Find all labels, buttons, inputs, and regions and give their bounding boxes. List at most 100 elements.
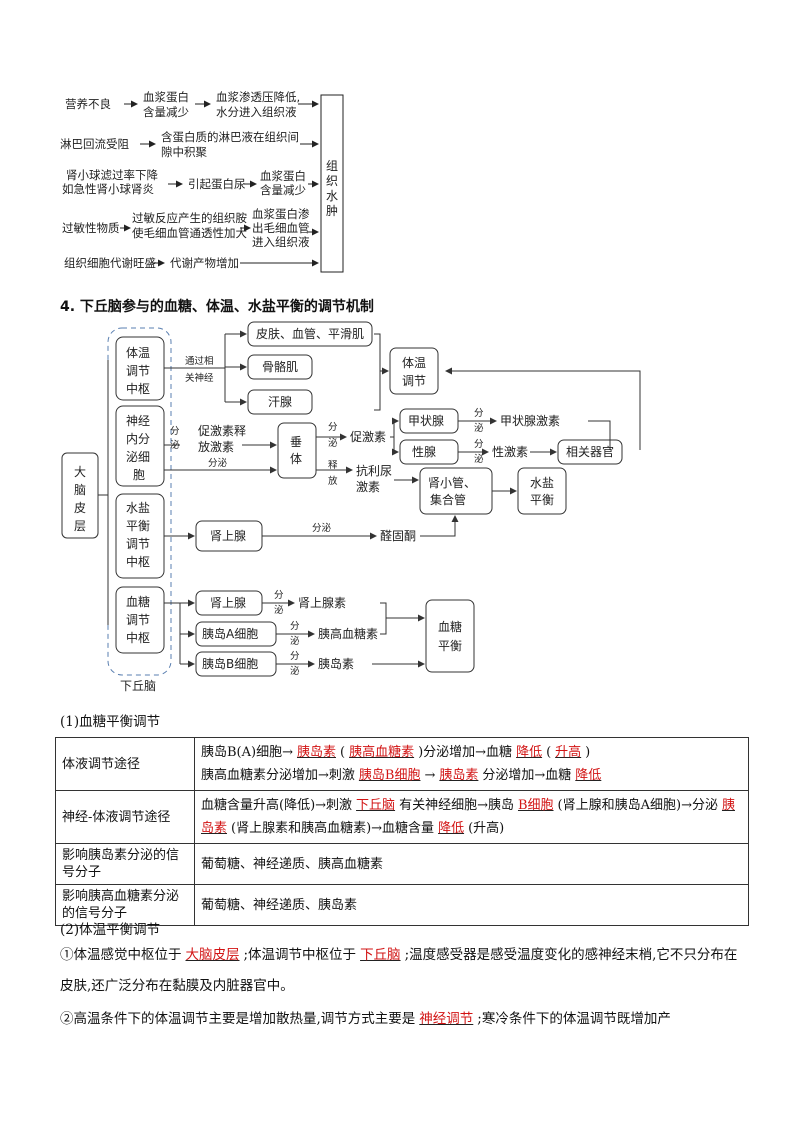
water-center-l4: 中枢 bbox=[126, 554, 150, 569]
hypothalamus-diagram: 大 脑 皮 层 体温 调节 中枢 神经 内分 泌细 胞 水盐 平衡 调节 中枢 … bbox=[61, 321, 641, 693]
glucagon-label: 胰高血糖素 bbox=[318, 626, 378, 641]
mid-metabolite: 代谢产物增加 bbox=[170, 256, 239, 270]
row4-body: 葡萄糖、神经递质、胰岛素 bbox=[194, 884, 749, 926]
kidney-l2: 集合管 bbox=[430, 492, 466, 507]
water-center-l1: 水盐 bbox=[126, 501, 150, 515]
water-balance-box bbox=[517, 467, 567, 515]
neuro-cell-l2: 内分 bbox=[126, 432, 150, 446]
answer-blank: 大脑皮层 bbox=[185, 947, 240, 963]
table-row: 影响胰高血糖素分泌的信号分子 葡萄糖、神经递质、胰岛素 bbox=[55, 884, 749, 926]
pituitary-l2: 体 bbox=[290, 452, 302, 466]
water-balance-l2: 平衡 bbox=[530, 493, 554, 507]
gonad-secrete-2: 泌 bbox=[474, 453, 484, 465]
thyroid-secrete-1: 分 bbox=[474, 408, 484, 419]
text: 胰岛B(A)细胞→ bbox=[201, 745, 293, 760]
text: ;寒冷条件下的体温调节既增加产 bbox=[477, 1011, 671, 1027]
adrenal-secrete: 分泌 bbox=[312, 522, 332, 534]
water-center-l2: 平衡 bbox=[126, 519, 150, 533]
sugar-balance-box bbox=[425, 599, 475, 673]
temp-reg-l1: 体温 bbox=[402, 356, 426, 370]
right-leak-2: 出毛细血管 bbox=[252, 221, 310, 235]
text: ;温度感受器是感受温度变化的感神经末梢,它不只分布在皮肤,还广泛分布在黏膜及内脏… bbox=[60, 947, 738, 994]
row4-head: 影响胰高血糖素分泌的信号分子 bbox=[55, 884, 195, 926]
answer-blank: 降低 bbox=[438, 821, 465, 836]
adrenal2-secrete-2: 泌 bbox=[274, 604, 284, 616]
gonad-label: 性腺 bbox=[412, 445, 436, 459]
sugar-balance-l1: 血糖 bbox=[438, 619, 462, 634]
right-leak-3: 进入组织液 bbox=[252, 235, 310, 249]
kidney-l1: 肾小管、 bbox=[428, 475, 476, 490]
text: ②高温条件下的体温调节主要是增加散热量,调节方式主要是 bbox=[60, 1011, 416, 1027]
neuro-cell-l3: 泌细 bbox=[126, 450, 150, 464]
nerve-label-2: 关神经 bbox=[185, 372, 214, 384]
muscle-label: 骨骼肌 bbox=[262, 359, 298, 374]
row3-body: 葡萄糖、神经递质、胰高血糖素 bbox=[194, 843, 749, 885]
text: ( bbox=[546, 745, 552, 760]
text: 有关神经细胞→胰岛 bbox=[399, 798, 514, 813]
temp-center-l1: 体温 bbox=[126, 346, 150, 360]
right-protein-2: 含量减少 bbox=[260, 183, 306, 197]
beta-cell-label: 胰岛B细胞 bbox=[202, 656, 258, 671]
sugar-center-l3: 中枢 bbox=[126, 630, 150, 645]
text: 血糖含量升高(降低)→刺激 bbox=[201, 798, 353, 813]
cause-kidney-1: 肾小球滤过率下降 bbox=[66, 168, 158, 182]
section-4-title: 4. 下丘脑参与的血糖、体温、水盐平衡的调节机制 bbox=[60, 299, 374, 315]
mid-proteinuria: 引起蛋白尿 bbox=[188, 177, 246, 191]
cause-malnutrition: 营养不良 bbox=[65, 97, 111, 111]
temp-center-l2: 调节 bbox=[126, 364, 150, 378]
row3-head: 影响胰岛素分泌的信号分子 bbox=[55, 843, 195, 885]
pit-release-2: 泌 bbox=[328, 437, 338, 449]
result-char-3: 水 bbox=[326, 189, 338, 203]
gonad-secrete-1: 分 bbox=[474, 439, 484, 450]
result-char-1: 组 bbox=[326, 159, 338, 173]
result-char-4: 肿 bbox=[326, 203, 338, 218]
pit-release-3: 释 bbox=[328, 459, 338, 471]
insulin-label: 胰岛素 bbox=[318, 656, 354, 671]
mid-allergy-2: 使毛细血管通透性加大 bbox=[132, 226, 247, 240]
temperature-paragraph-1: ①体温感觉中枢位于大脑皮层;体温调节中枢位于下丘脑;温度感受器是感受温度变化的感… bbox=[60, 940, 750, 1002]
answer-blank: 胰岛素 bbox=[439, 768, 479, 783]
temperature-heading: (2)体温平衡调节 bbox=[60, 922, 161, 938]
text: ) bbox=[585, 745, 591, 760]
row2-head: 神经-体液调节途径 bbox=[55, 790, 195, 844]
aldosterone-label: 醛固酮 bbox=[380, 528, 416, 543]
glucose-table: 体液调节途径 胰岛B(A)细胞→胰岛素(胰高血糖素)分泌增加→血糖降低(升高) … bbox=[55, 737, 749, 926]
beta-secrete-2: 泌 bbox=[290, 665, 300, 677]
right-osmotic-2: 水分进入组织液 bbox=[216, 105, 297, 119]
answer-blank: 胰岛素 bbox=[201, 798, 735, 836]
text: ( bbox=[340, 745, 346, 760]
release-hormone-l1: 促激素释 bbox=[198, 424, 246, 438]
right-osmotic-1: 血浆渗透压降低, bbox=[216, 90, 300, 104]
glucose-heading: (1)血糖平衡调节 bbox=[60, 714, 161, 730]
neuro-cell-l1: 神经 bbox=[126, 414, 150, 428]
answer-blank: 升高 bbox=[555, 745, 582, 760]
target-label: 相关器官 bbox=[566, 444, 614, 459]
text: 分泌增加→血糖 bbox=[482, 768, 572, 783]
result-char-2: 织 bbox=[326, 174, 338, 188]
adrenal-label-2: 肾上腺 bbox=[210, 596, 246, 610]
pit-release-4: 放 bbox=[328, 475, 338, 487]
skin-box bbox=[247, 321, 373, 347]
cause-lymph: 淋巴回流受阻 bbox=[60, 137, 129, 151]
adrenal2-secrete-1: 分 bbox=[274, 590, 284, 601]
cortex-char-1: 大 bbox=[74, 465, 86, 479]
text: ;体温调节中枢位于 bbox=[243, 947, 357, 963]
cortex-char-3: 皮 bbox=[74, 501, 86, 515]
adh-l1: 抗利尿 bbox=[356, 463, 392, 478]
thyroid-secrete-2: 泌 bbox=[474, 422, 484, 434]
neuro-secrete-h: 分泌 bbox=[208, 457, 228, 469]
pituitary-box bbox=[277, 422, 317, 479]
answer-blank: 下丘脑 bbox=[360, 947, 401, 963]
answer-blank: 神经调节 bbox=[419, 1011, 474, 1027]
cortex-char-2: 脑 bbox=[74, 483, 86, 497]
text: (升高) bbox=[468, 821, 505, 836]
mid-lymph-2: 隙中积聚 bbox=[161, 145, 207, 159]
thyroid-label: 甲状腺 bbox=[408, 414, 444, 428]
answer-blank: 胰岛素 bbox=[296, 745, 336, 760]
neuro-secrete-v1: 分 bbox=[170, 426, 180, 437]
neuro-cell-box bbox=[115, 405, 165, 487]
temp-center-l3: 中枢 bbox=[126, 381, 150, 396]
row1-head: 体液调节途径 bbox=[55, 737, 195, 791]
mid-lymph-1: 含蛋白质的淋巴液在组织间 bbox=[161, 130, 299, 144]
